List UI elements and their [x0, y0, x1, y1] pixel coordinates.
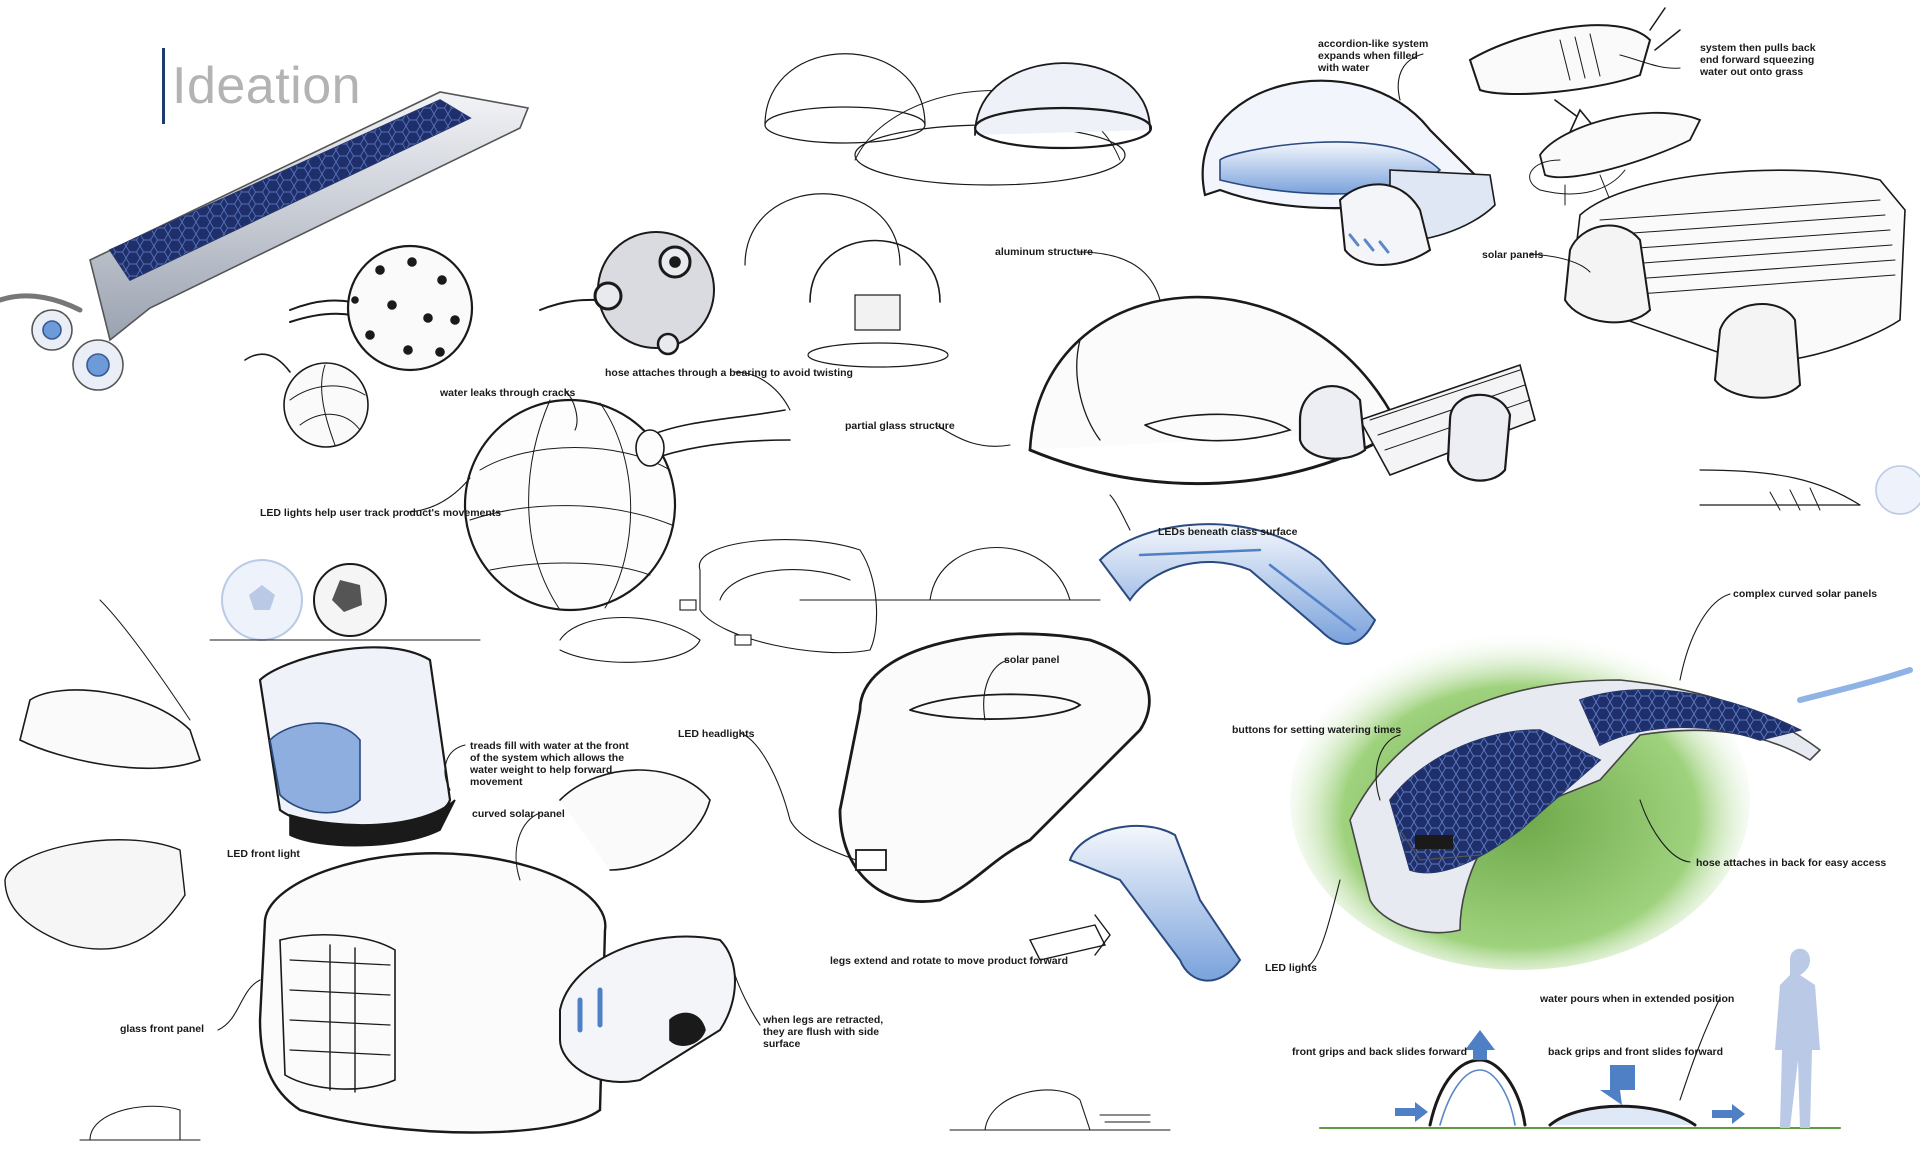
solar-bar-sketch [0, 91, 530, 391]
geodesic-sphere-sketch [463, 398, 791, 612]
soccer-ball-sketches [209, 559, 481, 641]
annotation-treads: treads fill with water at the front of t… [470, 740, 629, 788]
page-title: Ideation [172, 57, 362, 115]
annotation-back-grips: back grips and front slides forward [1548, 1046, 1724, 1058]
annotation-complex-solar: complex curved solar panels [1733, 588, 1878, 600]
annotation-pulls-back: system then pulls back end forward squee… [1700, 42, 1816, 78]
left-tread-pod-sketch [19, 599, 456, 847]
accordion-dome-sketch [1201, 79, 1496, 266]
annotation-hose-bearing: hose attaches through a bearing to avoid… [605, 367, 853, 379]
annotation-led-headlights: LED headlights [678, 728, 755, 740]
annotation-leds-beneath: LEDs beneath class surface [1158, 526, 1298, 538]
annotation-led-lights: LED lights [1265, 962, 1317, 974]
tread-pad-sketches [1468, 7, 1920, 515]
central-pod-sketch [838, 632, 1242, 982]
annotation-legs-retracted: when legs are retracted, they are flush … [763, 1014, 884, 1050]
annotation-water-pours: water pours when in extended position [1540, 993, 1735, 1005]
annotation-glass-front: glass front panel [120, 1023, 205, 1035]
annotation-hose-back: hose attaches in back for easy access [1696, 857, 1887, 869]
small-dome-sketches [559, 539, 1101, 663]
dome-with-treads-sketch [1028, 295, 1536, 486]
solar-arch-render [1290, 630, 1913, 970]
annotation-partial-glass: partial glass structure [845, 420, 955, 432]
glass-arch-sketch [1098, 523, 1377, 645]
annotation-led-track: LED lights help user track product's mov… [260, 507, 502, 519]
grey-sphere-sketch [539, 231, 715, 356]
grille-pod-sketch [258, 769, 736, 1134]
leader-lines [217, 53, 1731, 1101]
annotation-aluminum: aluminum structure [995, 246, 1094, 258]
annotation-solar-panels: solar panels [1482, 249, 1544, 261]
annotation-solar-panel: solar panel [1004, 654, 1060, 666]
annotation-curved-solar: curved solar panel [472, 808, 565, 820]
title-accent-bar [162, 48, 165, 124]
annotation-front-grips: front grips and back slides forward [1292, 1046, 1468, 1058]
annotation-accordion: accordion-like system expands when fille… [1318, 38, 1429, 74]
bottom-small-sketches [79, 1089, 1171, 1141]
walking-arch-diagrams [1319, 948, 1841, 1129]
annotation-buttons: buttons for setting watering times [1232, 724, 1402, 736]
annotation-led-front: LED front light [227, 848, 300, 860]
wedge-sketch [4, 839, 186, 950]
annotation-water-leaks: water leaks through cracks [440, 387, 576, 399]
annotation-legs-extend: legs extend and rotate to move product f… [830, 955, 1069, 967]
dome-sketches [744, 53, 1153, 368]
dotted-sphere-sketch [244, 244, 474, 448]
